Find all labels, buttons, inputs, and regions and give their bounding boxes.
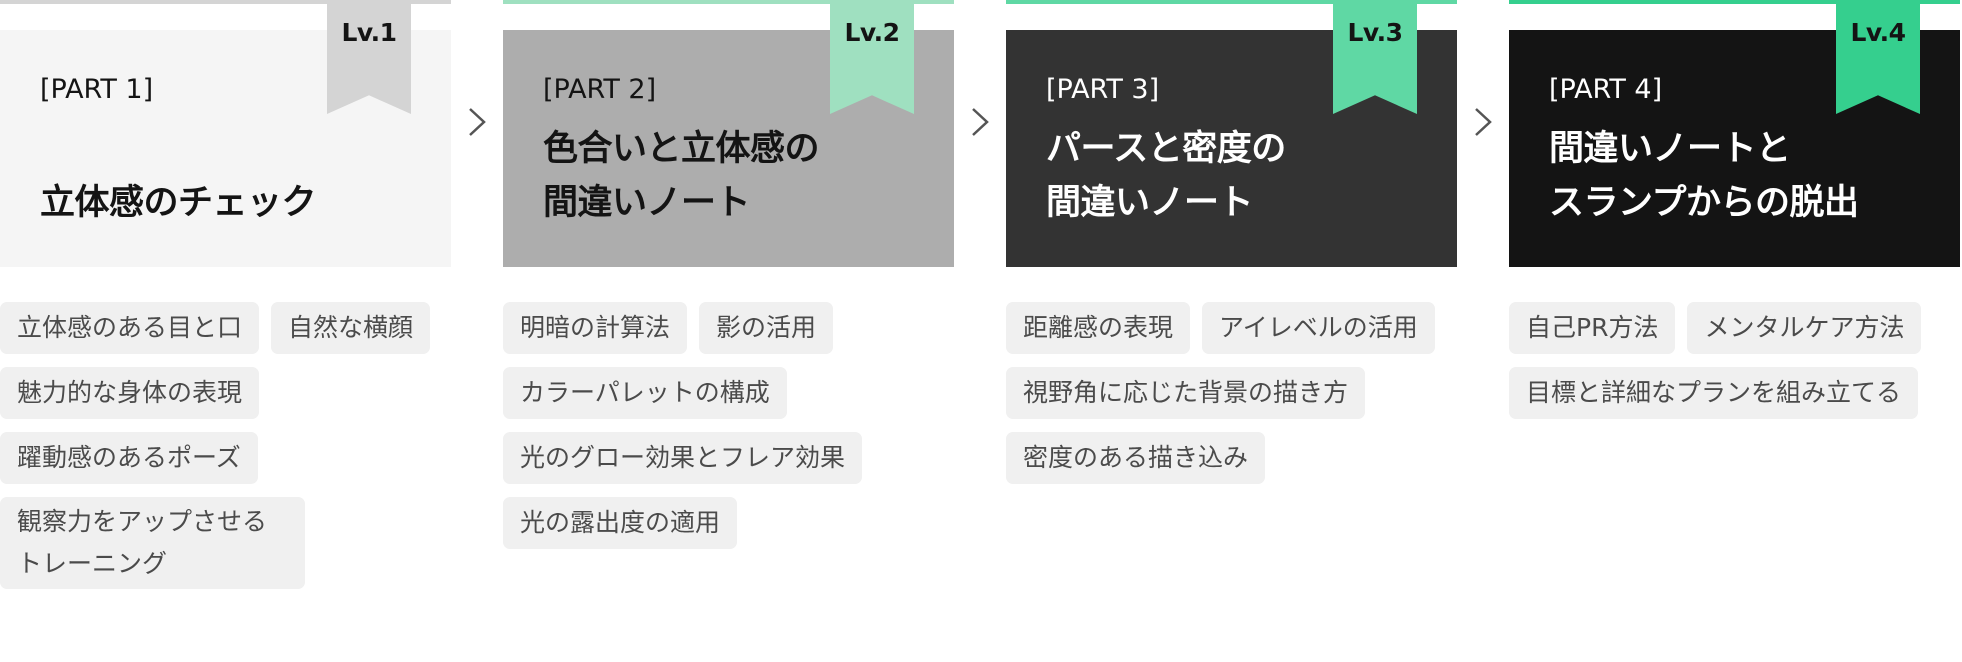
level-card[interactable]: Lv.3 [PART 3] パースと密度の 間違いノート (1006, 4, 1457, 267)
topic-tag[interactable]: メンタルケア方法 (1687, 302, 1922, 354)
chevron-right-icon (466, 105, 488, 139)
level-top-bar (503, 0, 954, 4)
topic-tag[interactable]: 影の活用 (699, 302, 834, 354)
topic-tag[interactable]: 視野角に応じた背景の描き方 (1006, 367, 1366, 419)
level-ribbon: Lv.1 (327, 4, 411, 114)
part-title-line-2: 間違いノート (543, 183, 751, 223)
part-label: [PART 2] (543, 74, 657, 105)
part-title-line-1: 色合いと立体感の (543, 129, 820, 169)
level-label: Lv.4 (1850, 18, 1906, 47)
part-label: [PART 1] (40, 74, 154, 105)
topic-tag[interactable]: 光のグロー効果とフレア効果 (503, 432, 863, 484)
topic-tag[interactable]: 明暗の計算法 (503, 302, 688, 354)
part-title: 立体感のチェック (40, 122, 317, 230)
level-card[interactable]: Lv.2 [PART 2] 色合いと立体感の 間違いノート (503, 4, 954, 267)
topic-tag[interactable]: カラーパレットの構成 (503, 367, 787, 419)
level-column-2: Lv.2 [PART 2] 色合いと立体感の 間違いノート 明暗の計算法 影の活… (503, 0, 954, 549)
level-label: Lv.2 (844, 18, 900, 47)
topic-tag[interactable]: アイレベルの活用 (1202, 302, 1435, 354)
level-column-3: Lv.3 [PART 3] パースと密度の 間違いノート 距離感の表現 アイレベ… (1006, 0, 1457, 484)
part-title-line-1 (40, 122, 316, 176)
topic-tag[interactable]: 魅力的な身体の表現 (0, 367, 260, 419)
level-top-bar (1006, 0, 1457, 4)
part-label: [PART 3] (1046, 74, 1160, 105)
topic-tag[interactable]: 光の露出度の適用 (503, 497, 738, 549)
part-title-line-1: 間違いノートと (1549, 129, 1791, 169)
topic-tag[interactable]: 躍動感のあるポーズ (0, 432, 258, 484)
part-title-line-2: 立体感のチェック (40, 183, 317, 223)
topic-tag-list: 距離感の表現 アイレベルの活用 視野角に応じた背景の描き方 密度のある描き込み (1006, 302, 1457, 484)
chevron-right-icon (1472, 105, 1494, 139)
level-column-1: Lv.1 [PART 1] 立体感のチェック 立体感のある目と口 自然な横顔 魅… (0, 0, 451, 589)
level-ribbon: Lv.4 (1836, 4, 1920, 114)
topic-tag[interactable]: 目標と詳細なプランを組み立てる (1509, 367, 1919, 419)
chevron-right-icon (969, 105, 991, 139)
level-label: Lv.3 (1347, 18, 1403, 47)
part-title-line-1: パースと密度の (1046, 129, 1286, 169)
part-title: 間違いノートと スランプからの脱出 (1549, 122, 1859, 230)
level-ribbon: Lv.2 (830, 4, 914, 114)
topic-tag-list: 自己PR方法 メンタルケア方法 目標と詳細なプランを組み立てる (1509, 302, 1960, 419)
level-label: Lv.1 (341, 18, 397, 47)
part-title: 色合いと立体感の 間違いノート (543, 122, 820, 230)
topic-tag[interactable]: 観察力をアップさせるトレーニング (0, 497, 305, 589)
level-card[interactable]: Lv.4 [PART 4] 間違いノートと スランプからの脱出 (1509, 4, 1960, 267)
topic-tag-list: 明暗の計算法 影の活用 カラーパレットの構成 光のグロー効果とフレア効果 光の露… (503, 302, 954, 549)
topic-tag[interactable]: 密度のある描き込み (1006, 432, 1266, 484)
level-top-bar (1509, 0, 1960, 4)
level-column-4: Lv.4 [PART 4] 間違いノートと スランプからの脱出 自己PR方法 メ… (1509, 0, 1960, 419)
part-label: [PART 4] (1549, 74, 1663, 105)
topic-tag[interactable]: 自己PR方法 (1509, 302, 1676, 354)
part-title-line-2: 間違いノート (1046, 183, 1254, 223)
topic-tag[interactable]: 立体感のある目と口 (0, 302, 260, 354)
level-top-bar (0, 0, 451, 4)
topic-tag-list: 立体感のある目と口 自然な横顔 魅力的な身体の表現 躍動感のあるポーズ 観察力を… (0, 302, 451, 589)
topic-tag[interactable]: 自然な横顔 (271, 302, 431, 354)
part-title-line-2: スランプからの脱出 (1549, 183, 1859, 223)
topic-tag[interactable]: 距離感の表現 (1006, 302, 1191, 354)
level-ribbon: Lv.3 (1333, 4, 1417, 114)
part-title: パースと密度の 間違いノート (1046, 122, 1286, 230)
level-card[interactable]: Lv.1 [PART 1] 立体感のチェック (0, 4, 451, 267)
